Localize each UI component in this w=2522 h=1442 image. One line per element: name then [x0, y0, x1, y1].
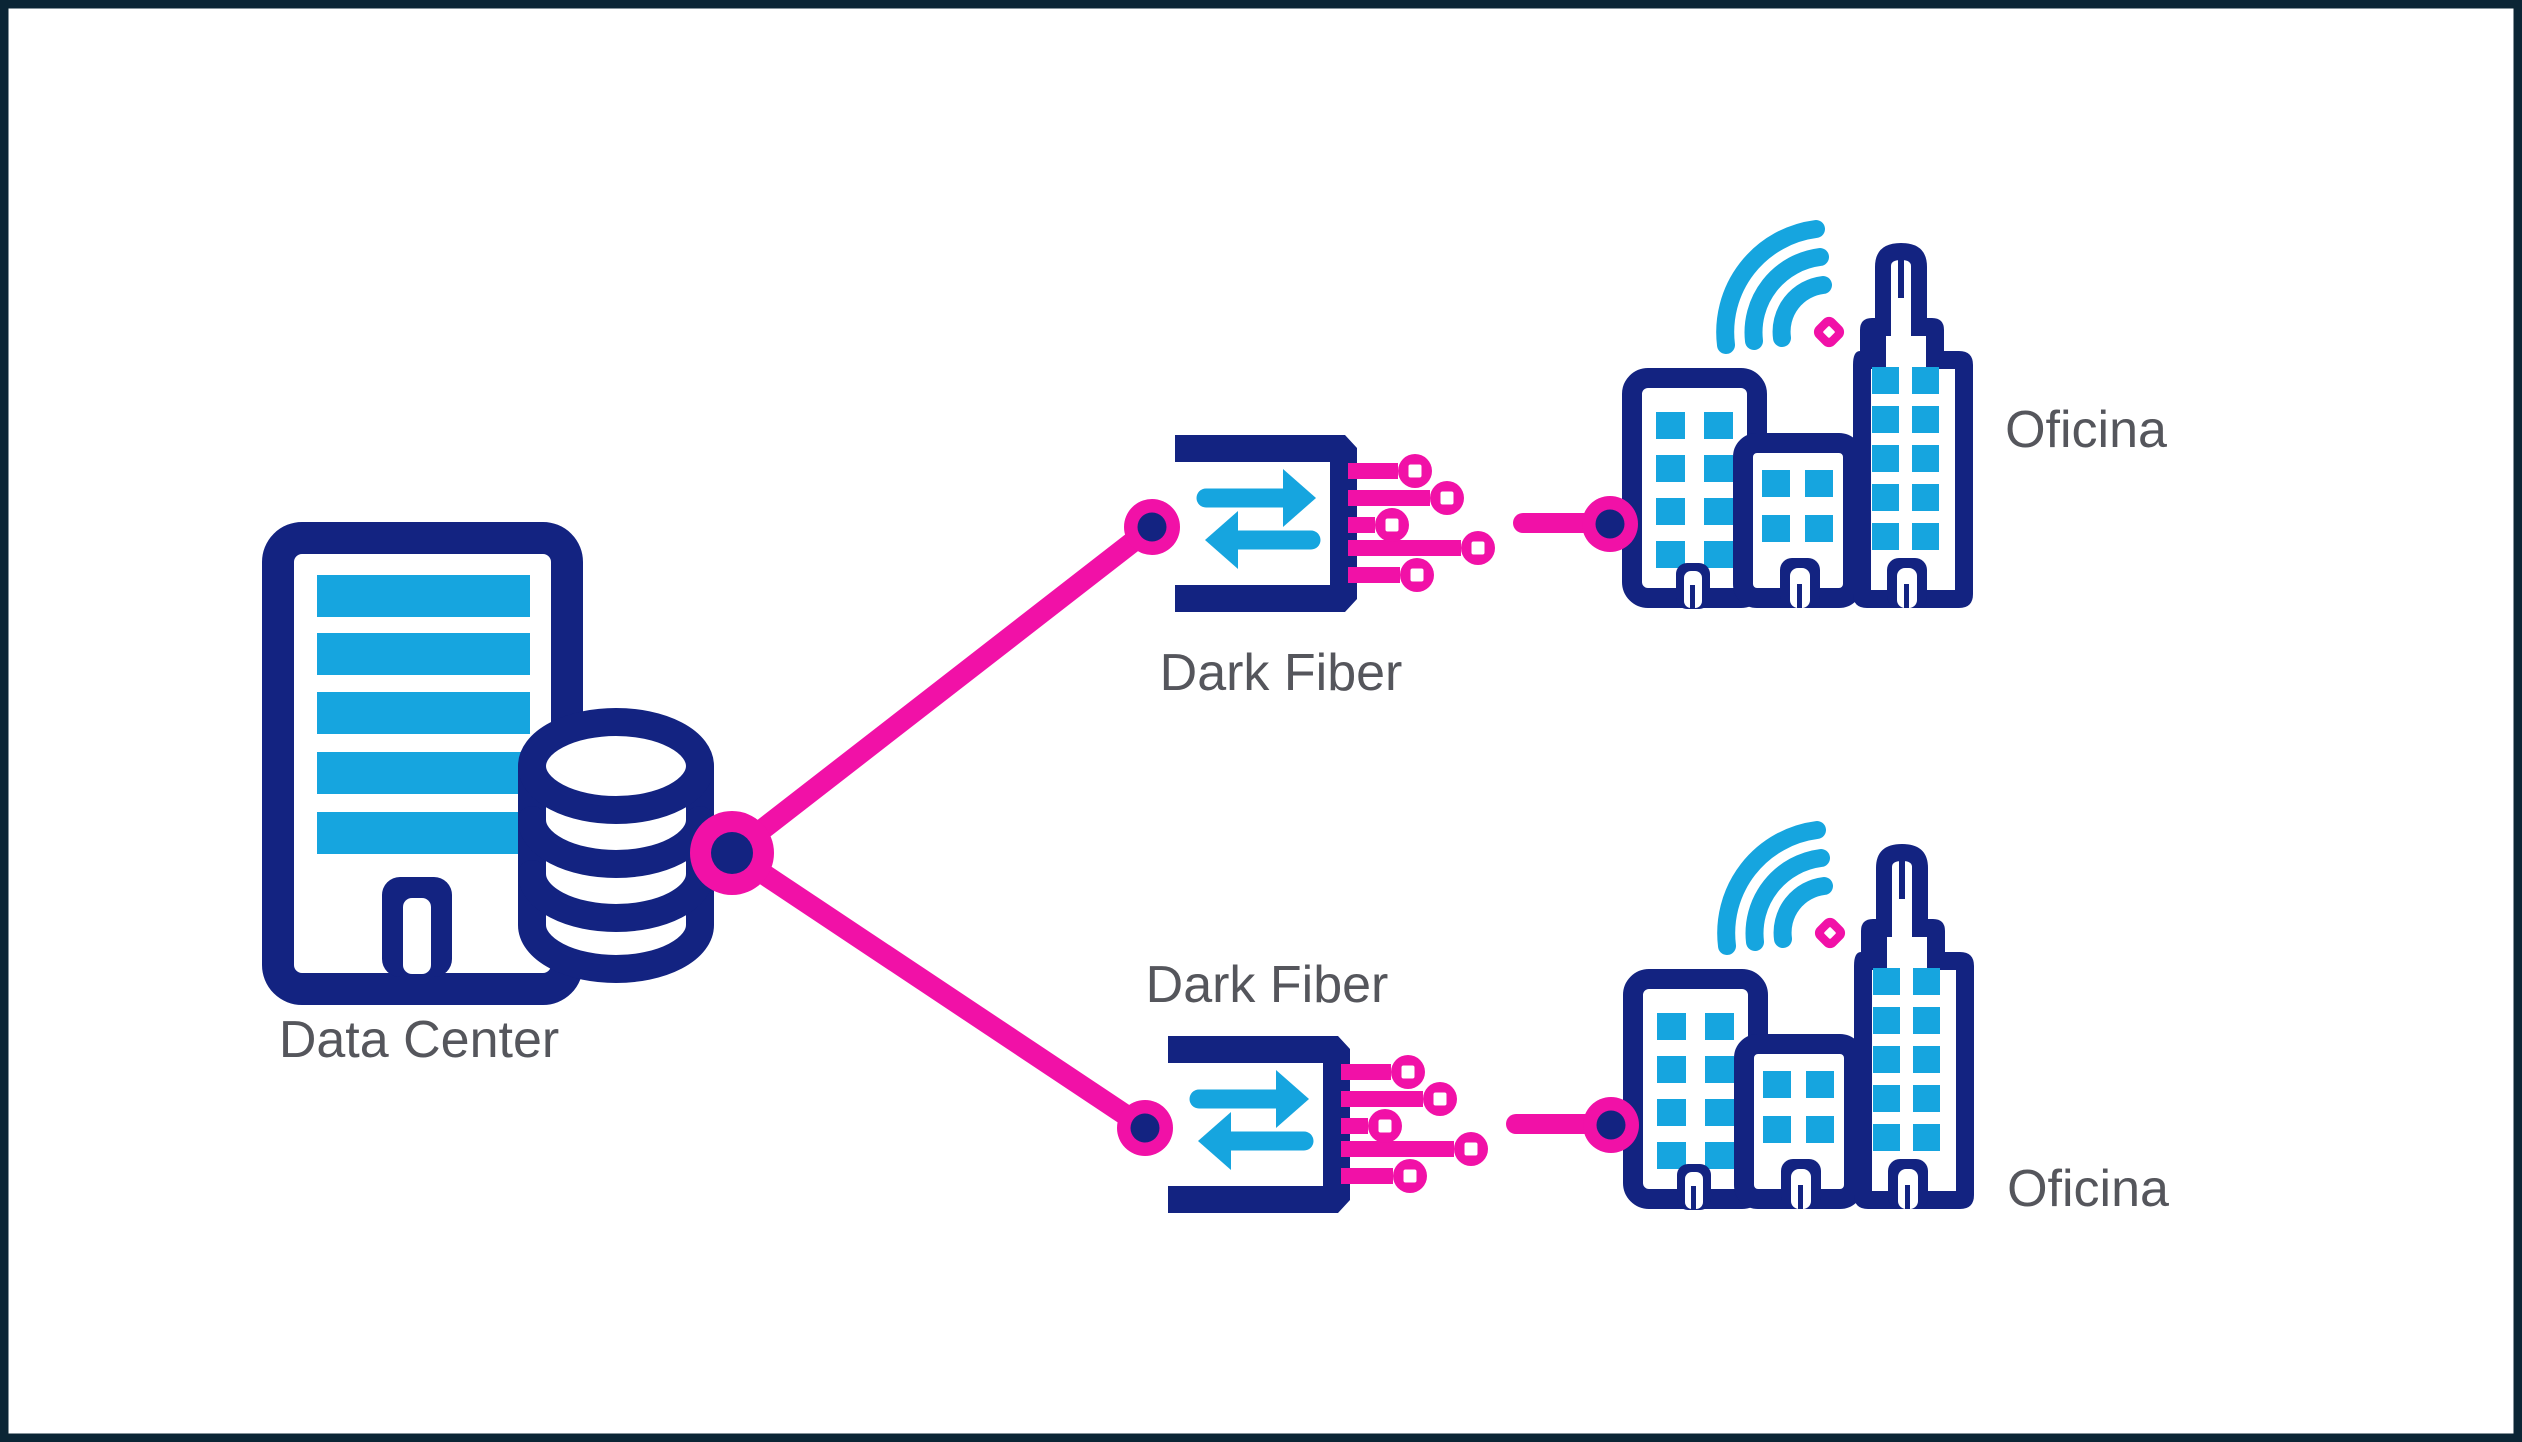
dark-fiber-icon-bottom: [1117, 1036, 1586, 1213]
office-icon-bottom: [1583, 830, 1974, 1210]
datacenter-hub-node: [690, 811, 774, 895]
link-datacenter-to-darkfiber-top: [725, 518, 1159, 862]
dark-fiber-icon-top: [1124, 435, 1593, 612]
link-datacenter-to-darkfiber-bottom: [726, 844, 1151, 1137]
office-bottom-label: Oficina: [2007, 1160, 2169, 1218]
office-top-label: Oficina: [2005, 401, 2167, 459]
database-cylinder-icon: [518, 708, 714, 983]
office-icon-top: [1582, 229, 1973, 609]
dark-fiber-bottom-label: Dark Fiber: [1146, 956, 1389, 1014]
dark-fiber-top-label: Dark Fiber: [1160, 644, 1403, 702]
network-links: [725, 518, 1159, 1137]
data-center-icon: [262, 522, 714, 1005]
door-icon: [382, 877, 452, 977]
data-center-label: Data Center: [279, 1011, 559, 1069]
data-center-building-icon: [262, 522, 583, 1005]
